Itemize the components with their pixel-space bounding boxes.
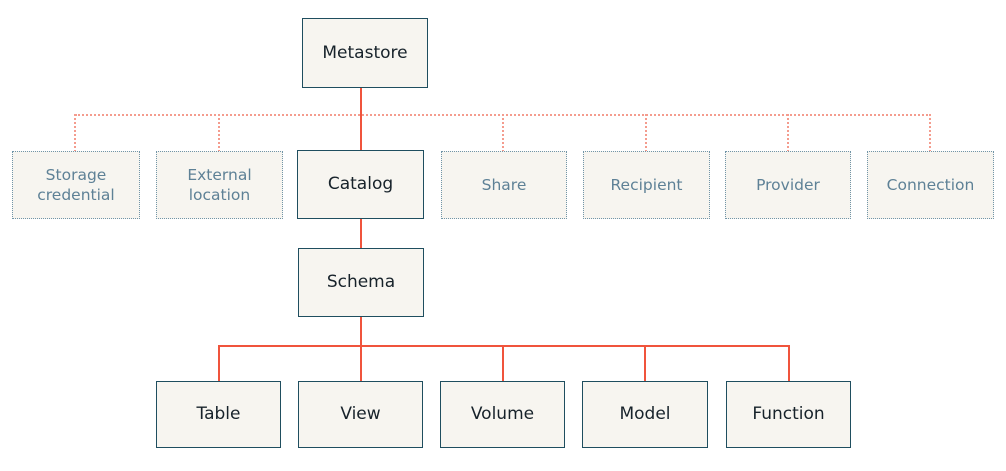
node-external-location: External location (156, 151, 283, 219)
node-metastore: Metastore (302, 18, 428, 88)
edge-schema-table (218, 345, 220, 381)
node-storage-credential: Storage credential (12, 151, 140, 219)
node-catalog: Catalog (297, 150, 424, 219)
edge-metastore-catalog (360, 88, 362, 151)
edge-metastore-connection (929, 114, 931, 152)
edge-catalog-schema (360, 219, 362, 248)
node-table: Table (156, 381, 281, 448)
node-recipient: Recipient (583, 151, 710, 219)
edge-metastore-recipient (645, 114, 647, 152)
node-model: Model (582, 381, 708, 448)
edge-schema-model (644, 345, 646, 381)
edge-metastore-provider (787, 114, 789, 152)
node-function: Function (726, 381, 851, 448)
edge-schema-children-bus (218, 345, 790, 347)
edge-schema-function (788, 345, 790, 381)
edge-metastore-storage-credential (74, 114, 76, 152)
node-view: View (298, 381, 423, 448)
node-connection: Connection (867, 151, 994, 219)
edge-schema-view (360, 345, 362, 381)
edge-metastore-share (502, 114, 504, 152)
edge-schema-volume (502, 345, 504, 381)
node-provider: Provider (725, 151, 851, 219)
edge-schema-children-stem (360, 317, 362, 346)
node-share: Share (441, 151, 567, 219)
node-schema: Schema (298, 248, 424, 317)
node-volume: Volume (440, 381, 565, 448)
edge-metastore-external-location (218, 114, 220, 152)
